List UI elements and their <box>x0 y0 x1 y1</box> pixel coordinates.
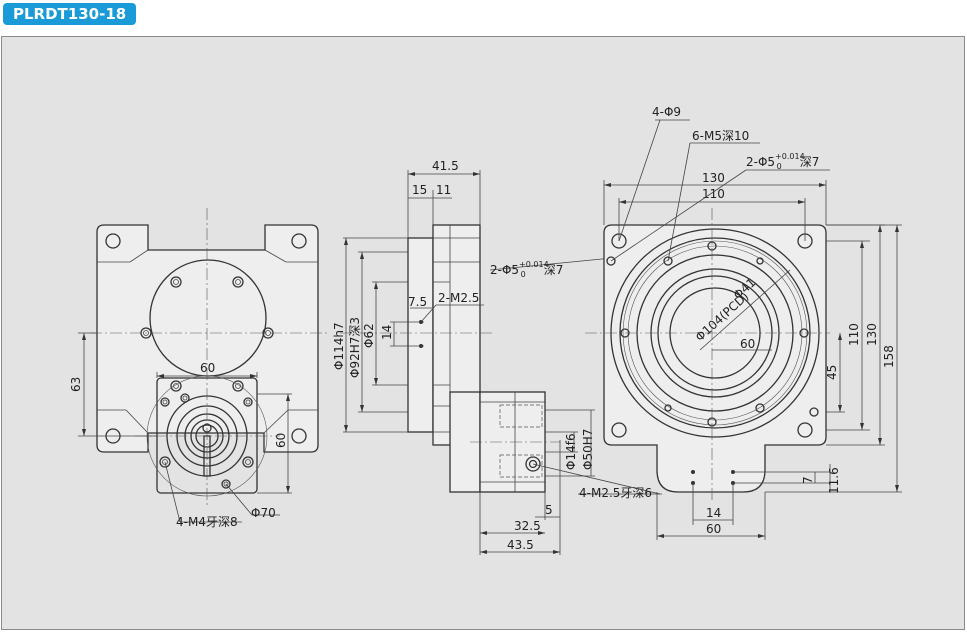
dim-63: 63 <box>69 377 83 392</box>
dim-11: 11 <box>436 183 451 197</box>
dim-130-side: 130 <box>865 323 879 346</box>
label-4-phi9: 4-Φ9 <box>652 105 681 119</box>
dim-130-top: 130 <box>702 171 725 185</box>
dim-60-bottom: 60 <box>706 522 721 536</box>
label-6-m5: 6-M5深10 <box>692 129 749 143</box>
dim-32-5: 32.5 <box>514 519 541 533</box>
dim-phi114: Φ114h7 <box>332 322 346 370</box>
dim-158: 158 <box>882 345 896 368</box>
dim-7: 7 <box>801 476 815 484</box>
dim-15: 15 <box>412 183 427 197</box>
dim-60-right: 60 <box>274 433 288 448</box>
dim-45: 45 <box>825 365 839 380</box>
dim-14-bottom: 14 <box>706 506 721 520</box>
dim-110-side: 110 <box>847 323 861 346</box>
dim-phi50h7: Φ50H7 <box>581 429 595 470</box>
model-badge: PLRDT130-18 <box>3 3 137 25</box>
dim-60-top: 60 <box>200 361 215 375</box>
dim-5: 5 <box>545 503 553 517</box>
dim-60-in: 60 <box>740 337 755 351</box>
middle-view: Φ114h7 Φ92H7深3 Φ62 14 7.5 2-M2.5 41.5 15… <box>332 159 662 555</box>
dim-43-5: 43.5 <box>507 538 534 552</box>
label-4-m2-5-bottom: 4-M2.5牙深6 <box>579 486 652 500</box>
dim-14: 14 <box>380 325 394 340</box>
dim-11-6: 11.6 <box>827 467 841 494</box>
dim-7-5: 7.5 <box>408 295 427 309</box>
left-view: 63 60 60 4-M4牙深8 Φ70 <box>69 208 330 529</box>
label-phi70: Φ70 <box>251 506 276 520</box>
dim-phi92: Φ92H7深3 <box>348 317 362 378</box>
dim-phi62: Φ62 <box>362 323 376 348</box>
label-2-m2-5-top: 2-M2.5 <box>438 291 479 305</box>
dim-110-top: 110 <box>702 187 725 201</box>
label-4-m4: 4-M4牙深8 <box>176 515 238 529</box>
dim-41-5: 41.5 <box>432 159 459 173</box>
